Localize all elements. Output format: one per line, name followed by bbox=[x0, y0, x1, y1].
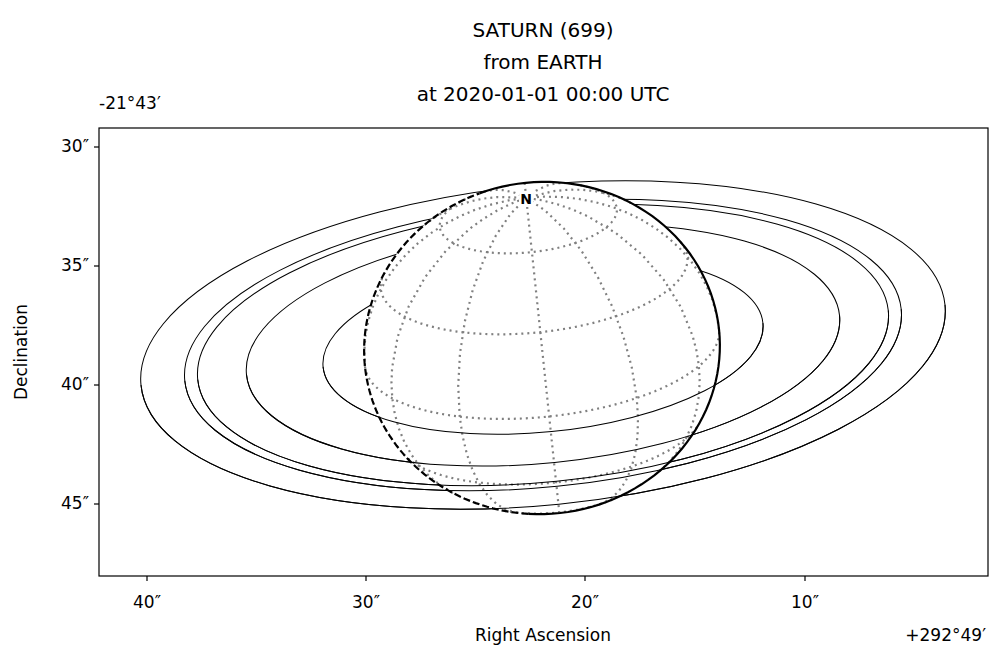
graticule-line bbox=[504, 499, 613, 518]
planet-graticule bbox=[348, 164, 737, 531]
graticule-line bbox=[526, 189, 647, 509]
ring-outlines bbox=[125, 146, 961, 545]
axis-label: Right Ascension bbox=[475, 626, 611, 646]
graticule-line bbox=[437, 182, 620, 262]
tick-label: 20″ bbox=[571, 593, 599, 613]
tick-label: 40″ bbox=[61, 375, 89, 395]
ring-front bbox=[125, 293, 961, 544]
graticule-line bbox=[379, 241, 693, 348]
graticule-line bbox=[526, 182, 709, 482]
axis-label: Declination bbox=[12, 304, 32, 400]
tick-label: 40″ bbox=[133, 593, 161, 613]
tick-label: 10″ bbox=[791, 593, 819, 613]
graticule-line bbox=[365, 329, 726, 435]
graticule-line bbox=[349, 198, 542, 367]
axes-frame bbox=[99, 128, 988, 576]
axis-offset: -21°43′ bbox=[99, 94, 161, 114]
tick-marks bbox=[94, 147, 805, 581]
limb-night bbox=[348, 192, 528, 529]
tick-label: 30″ bbox=[352, 593, 380, 613]
graticule-line bbox=[423, 194, 528, 225]
tick-label: 35″ bbox=[61, 256, 89, 276]
title-line: at 2020-01-01 00:00 UTC bbox=[417, 83, 670, 106]
graticule-line bbox=[373, 198, 556, 498]
axis-offset: +292°49′ bbox=[905, 626, 986, 646]
planet-limb bbox=[348, 164, 737, 531]
graticule-line bbox=[526, 198, 559, 513]
tick-label: 30″ bbox=[61, 137, 89, 157]
title-line: SATURN (699) bbox=[472, 19, 613, 42]
graticule-line bbox=[438, 198, 559, 518]
graticule-line bbox=[527, 179, 720, 348]
title-line: from EARTH bbox=[484, 51, 603, 74]
planet-disk bbox=[348, 164, 737, 531]
pole-marker: N bbox=[519, 191, 533, 207]
tick-label: 45″ bbox=[61, 494, 89, 514]
